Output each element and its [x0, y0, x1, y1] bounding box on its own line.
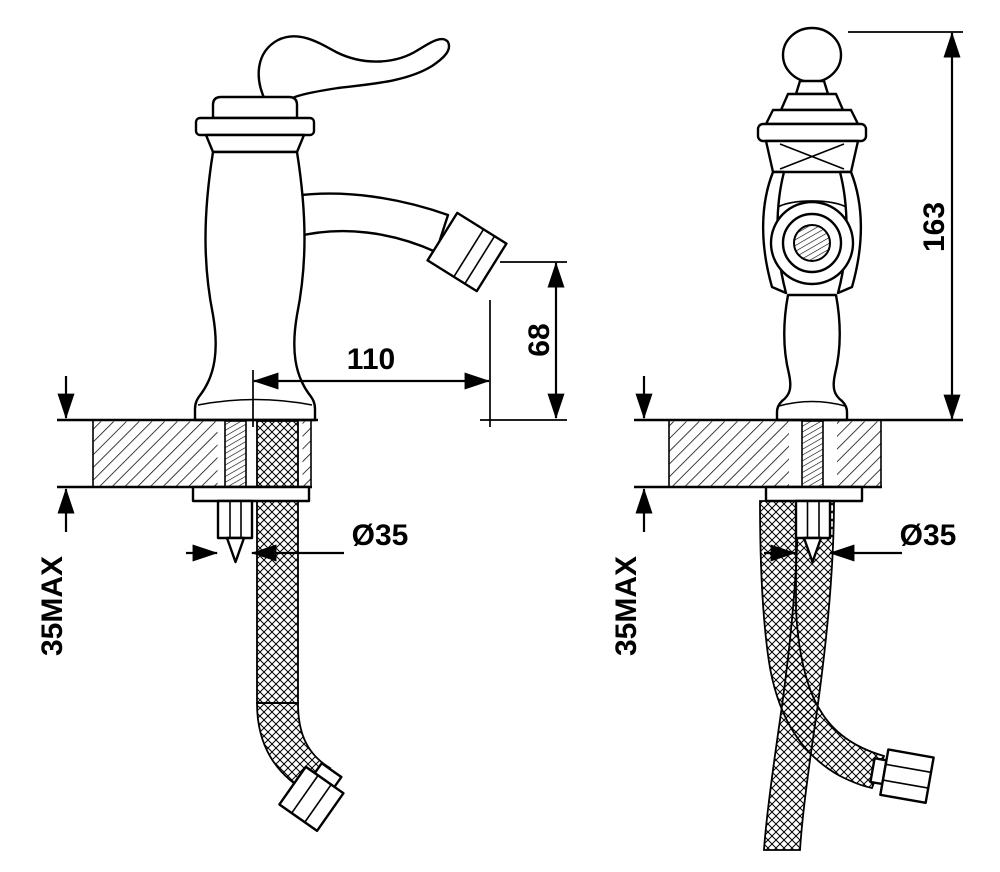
mounting-nut: [794, 499, 832, 540]
faucet-body: [193, 150, 317, 422]
base-contour: [778, 400, 846, 407]
handle-knob: [781, 26, 843, 84]
knob-neck: [794, 79, 830, 96]
front-view-dimensions: 163 Ø35 35MAX: [610, 31, 963, 656]
side-view: 110 68 Ø35 35MAX: [36, 35, 567, 833]
cap-flange: [194, 116, 316, 137]
aerator: [426, 211, 508, 293]
counter-hatch-right: [302, 421, 311, 486]
dim-hole-diameter-label: Ø35: [900, 519, 957, 552]
mounting-hardware: [191, 420, 345, 833]
mounting-nut: [216, 499, 254, 540]
front-view: 163 Ø35 35MAX: [610, 26, 963, 851]
side-view-dimensions: 110 68 Ø35 35MAX: [36, 261, 567, 656]
bell-flange: [756, 122, 868, 143]
supply-hose-front: [759, 500, 886, 790]
cap-dome: [211, 95, 299, 120]
stud-tip: [802, 536, 823, 564]
hose-hex-fitting: [278, 762, 345, 833]
dim-deck-thickness-label: 35MAX: [610, 556, 643, 656]
stud-tip: [225, 536, 246, 564]
mounting-hardware: [759, 420, 935, 851]
dim-overall-height-label: 163: [918, 202, 951, 252]
base-contour: [197, 398, 313, 406]
counter-hatch-left: [669, 421, 789, 486]
spout: [291, 192, 450, 254]
washer: [764, 485, 864, 503]
counter-hatch-right: [837, 421, 881, 486]
dim-spout-reach-label: 110: [347, 343, 395, 376]
counter-section: [634, 418, 963, 489]
hose-hex-fitting: [869, 748, 935, 805]
bell-tier-1: [779, 92, 845, 112]
dim-spout-height-label: 68: [523, 323, 556, 356]
counter-section: [57, 418, 318, 489]
dim-hole-diameter-label: Ø35: [352, 519, 409, 552]
counter-hatch-left: [93, 421, 218, 486]
supply-hose: [256, 420, 299, 704]
cap-taper: [204, 133, 306, 154]
dim-deck-thickness-label: 35MAX: [36, 556, 69, 656]
washer: [191, 485, 311, 503]
bell-tier-2: [764, 108, 860, 126]
spout-front-aerator: [793, 224, 831, 262]
handle-lever: [257, 35, 451, 106]
